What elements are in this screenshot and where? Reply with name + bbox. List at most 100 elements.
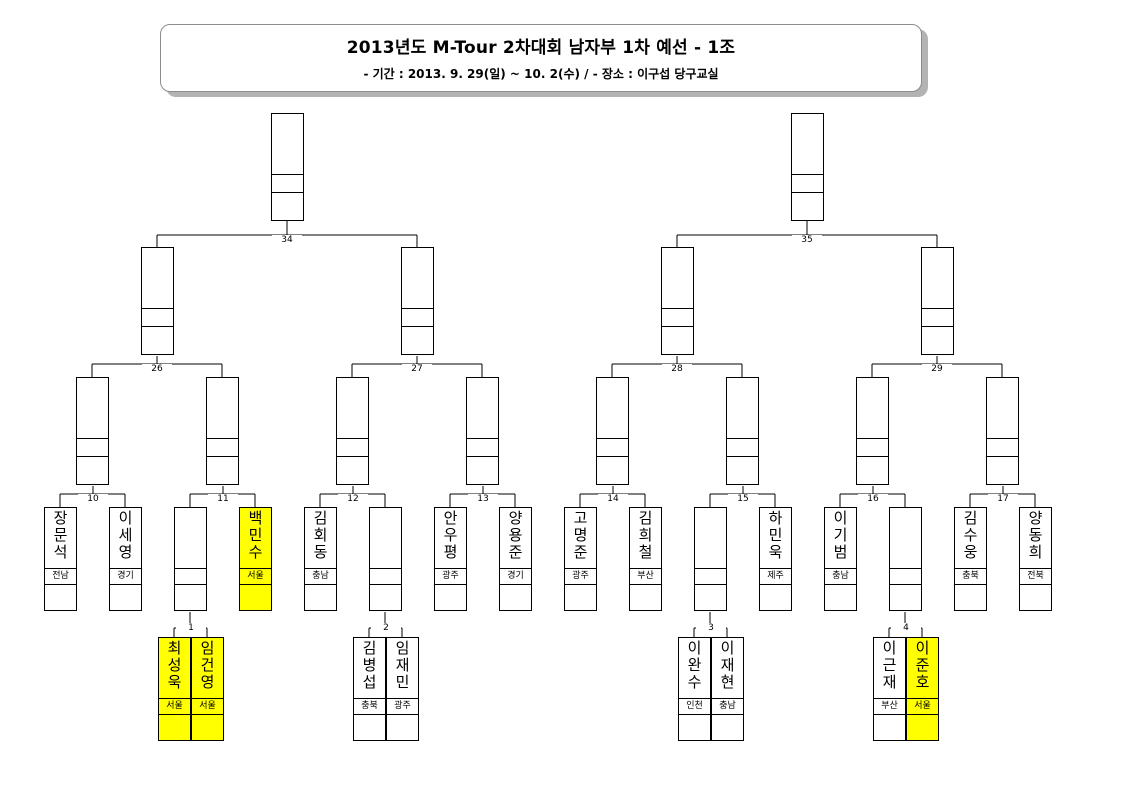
match-number: 11 <box>208 494 238 504</box>
player-name-char: 호 <box>915 673 930 691</box>
player-name-char: 이 <box>720 639 735 657</box>
match-number: 4 <box>891 623 921 633</box>
divider <box>597 438 628 439</box>
divider <box>77 438 108 439</box>
player-region <box>175 568 206 584</box>
divider <box>712 698 743 699</box>
title-box: 2013년도 M-Tour 2차대회 남자부 1차 예선 - 1조 - 기간 :… <box>160 24 922 92</box>
divider <box>110 584 141 585</box>
divider <box>987 456 1018 457</box>
divider <box>272 174 303 175</box>
divider <box>662 308 693 309</box>
player-name-char: 김 <box>362 639 377 657</box>
page-subtitle: - 기간 : 2013. 9. 29(일) ~ 10. 2(수) / - 장소 … <box>363 67 719 81</box>
divider <box>467 456 498 457</box>
match-winner-box <box>76 377 109 485</box>
divider <box>435 584 466 585</box>
divider <box>207 456 238 457</box>
player-slot <box>694 507 727 611</box>
divider <box>175 568 206 569</box>
divider <box>679 714 710 715</box>
player-region: 전남 <box>52 571 69 581</box>
player-name-char: 하 <box>768 509 783 527</box>
divider <box>955 584 986 585</box>
player-name-char: 성 <box>167 656 182 674</box>
player-name-char: 희 <box>638 526 653 544</box>
match-winner-box <box>791 113 824 221</box>
player-name-char: 세 <box>118 526 133 544</box>
match-number: 3 <box>696 623 726 633</box>
player-region: 부산 <box>881 701 898 711</box>
player-name-char: 민 <box>768 526 783 544</box>
match-winner-box <box>856 377 889 485</box>
divider <box>402 326 433 327</box>
player-name-char: 철 <box>638 543 653 561</box>
divider <box>159 714 190 715</box>
player-name-char: 이 <box>915 639 930 657</box>
match-winner-box <box>336 377 369 485</box>
player-name-char: 민 <box>248 526 263 544</box>
divider <box>695 584 726 585</box>
match-number: 2 <box>371 623 401 633</box>
divider <box>240 568 271 569</box>
divider <box>597 456 628 457</box>
match-number: 28 <box>662 364 692 374</box>
match-winner-box <box>141 247 174 355</box>
player-name-char: 수 <box>687 673 702 691</box>
divider <box>760 568 791 569</box>
divider <box>354 698 385 699</box>
divider <box>142 326 173 327</box>
match-number: 34 <box>272 235 302 245</box>
divider <box>337 456 368 457</box>
player-name-char: 명 <box>573 526 588 544</box>
player-name <box>695 510 726 568</box>
match-winner-box <box>206 377 239 485</box>
player-region: 부산 <box>637 571 654 581</box>
match-number: 29 <box>922 364 952 374</box>
divider <box>630 584 661 585</box>
player-name-char: 영 <box>200 673 215 691</box>
player-region: 서울 <box>199 701 216 711</box>
player-name-char: 회 <box>313 526 328 544</box>
player-name-char: 장 <box>53 509 68 527</box>
match-number: 26 <box>142 364 172 374</box>
player-name-char: 백 <box>248 509 263 527</box>
divider <box>354 714 385 715</box>
player-region: 제주 <box>767 571 784 581</box>
player-name-char: 준 <box>573 543 588 561</box>
player-region: 경기 <box>507 571 524 581</box>
divider <box>630 568 661 569</box>
match-winner-box <box>271 113 304 221</box>
divider <box>272 192 303 193</box>
player-name-char: 이 <box>882 639 897 657</box>
divider <box>907 698 938 699</box>
divider <box>192 698 223 699</box>
page-title: 2013년도 M-Tour 2차대회 남자부 1차 예선 - 1조 <box>346 38 736 58</box>
player-name-char: 문 <box>53 526 68 544</box>
divider <box>662 326 693 327</box>
divider <box>305 568 336 569</box>
match-number: 35 <box>792 235 822 245</box>
divider <box>987 438 1018 439</box>
player-name-char: 우 <box>443 526 458 544</box>
player-slot <box>174 507 207 611</box>
player-name-char: 임 <box>200 639 215 657</box>
player-region: 서울 <box>166 701 183 711</box>
player-name-char: 고 <box>573 509 588 527</box>
